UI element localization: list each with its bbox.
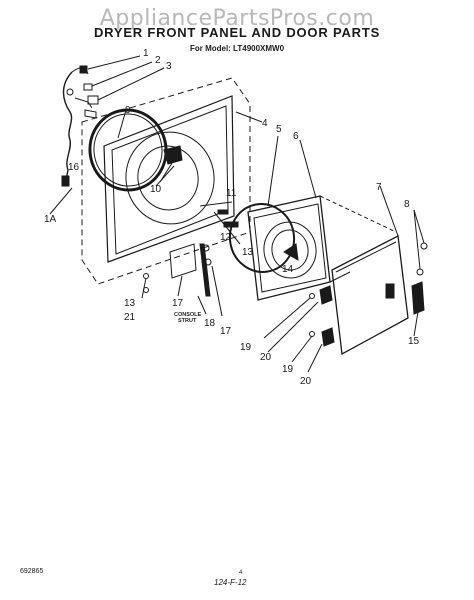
callout-1: 1	[143, 48, 149, 59]
callout-19-upper: 19	[240, 342, 252, 353]
inner-door	[247, 139, 397, 301]
connector-parts	[79, 55, 165, 119]
callout-20-upper: 20	[260, 352, 272, 363]
front-panel	[81, 77, 251, 285]
callout-16: 16	[68, 162, 80, 173]
door-gasket	[228, 135, 296, 273]
outer-door	[331, 185, 409, 356]
console-label-2: STRUT	[178, 318, 197, 324]
callout-3: 3	[166, 61, 172, 72]
callout-5: 5	[276, 124, 282, 135]
callout-21: 21	[124, 312, 136, 323]
callout-17-right: 17	[220, 326, 232, 337]
callout-2: 2	[155, 55, 161, 66]
console-strut-parts	[141, 243, 223, 317]
callout-13-upper: 13	[242, 247, 254, 258]
callout-8: 8	[404, 199, 410, 210]
callout-18: 18	[204, 318, 216, 329]
watermark: AppliancePartsPros.com	[99, 6, 375, 31]
callout-17-left: 17	[172, 298, 184, 309]
callout-19-lower: 19	[282, 364, 294, 375]
callout-10: 10	[150, 184, 162, 195]
page-title: DRYER FRONT PANEL AND DOOR PARTS	[93, 25, 381, 40]
callout-15: 15	[408, 336, 420, 347]
callout-4: 4	[262, 118, 268, 129]
callout-11: 11	[226, 188, 237, 199]
callout-1a: 1A	[44, 214, 57, 225]
callout-7: 7	[376, 182, 382, 193]
callout-6: 6	[293, 131, 299, 142]
callout-9: 9	[125, 105, 131, 116]
leader-lines	[49, 109, 263, 215]
console-label-1: CONSOLE	[174, 312, 202, 318]
exploded-parts-diagram: 1 2 3 9 4 5 6 16 10 11 7 8 1A 12 13 14 1…	[44, 48, 428, 387]
footer-code: 692865	[20, 568, 44, 575]
door-handle	[411, 281, 425, 337]
callout-14: 14	[282, 264, 294, 275]
footer-page-number: 4	[239, 570, 243, 576]
screws-8	[413, 209, 428, 276]
hinges	[263, 285, 335, 373]
footer-reference: 124-F-12	[214, 578, 247, 587]
model-subtitle: For Model: LT4900XMW0	[189, 44, 285, 53]
callout-20-lower: 20	[300, 376, 312, 387]
callout-12: 12	[220, 232, 232, 243]
callout-13-lower: 13	[124, 298, 136, 309]
